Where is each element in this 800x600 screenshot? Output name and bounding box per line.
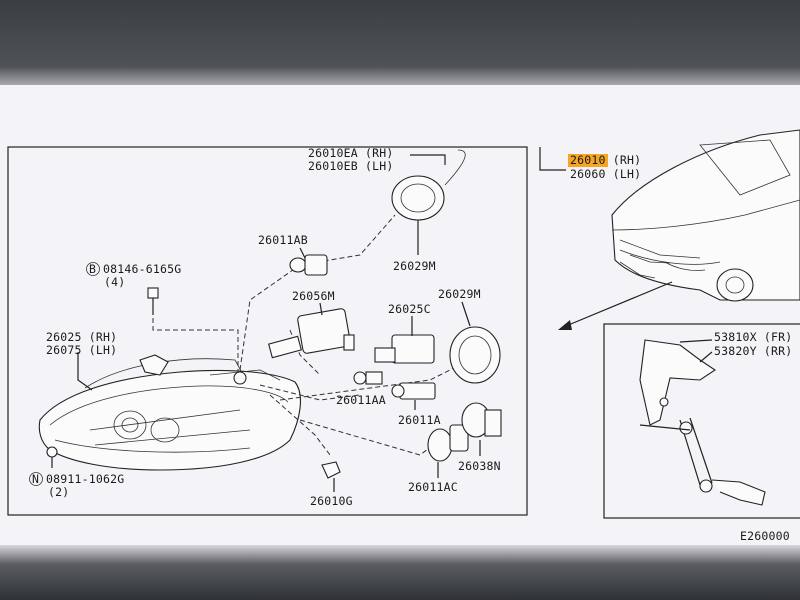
monitor-bezel-top <box>0 0 800 95</box>
guide-line <box>299 419 441 456</box>
label-bulb-a: 26011A <box>398 413 441 427</box>
inset-diagram-frame <box>603 323 800 519</box>
badge-screw: B <box>89 262 96 276</box>
label-socket-c: 26025C <box>388 302 431 316</box>
socket-26038n <box>461 402 502 438</box>
bulb-26011a <box>391 382 436 400</box>
label-cap-lh: 26010EB (LH) <box>308 159 393 173</box>
label-socket-m: 26056M <box>292 289 335 303</box>
guide-line <box>259 384 361 401</box>
car-illustration <box>611 129 800 302</box>
guide-line <box>279 359 471 401</box>
socket-26025c <box>353 334 435 385</box>
clip-26010g <box>321 461 341 479</box>
arrow-line <box>565 281 673 327</box>
guide-line <box>239 264 301 371</box>
leader-line <box>299 247 306 259</box>
monitor-bezel-bottom <box>0 545 800 600</box>
headlamp-assembly <box>38 354 301 471</box>
leader-line <box>319 302 323 316</box>
label-lens-rh: 26025 (RH) <box>46 330 117 344</box>
arrow-head <box>558 320 572 330</box>
label-clip-g: 26010G <box>310 494 353 508</box>
label-sensor-fr: 53810X (FR) <box>714 330 792 344</box>
label-socket-n: 26038N <box>458 459 501 473</box>
part-number-highlight <box>568 154 608 167</box>
main-diagram-frame <box>7 146 528 516</box>
socket-26056m <box>268 308 355 359</box>
badge-nut: N <box>32 472 39 486</box>
leader-line <box>679 339 713 343</box>
leader-line <box>461 301 471 327</box>
label-cap-rh: 26010EA (RH) <box>308 146 393 160</box>
label-screw-b: 08146-6165G <box>103 262 181 276</box>
screen-area <box>0 85 800 555</box>
nut-n-part <box>46 446 58 458</box>
label-nut-n: 08911-1062G <box>46 472 124 486</box>
guide-line <box>269 394 331 456</box>
label-bulb-ab: 26011AB <box>258 233 308 247</box>
label-sensor-rr: 53820Y (RR) <box>714 344 792 358</box>
label-headlamp-lh: 26060 (LH) <box>570 167 641 181</box>
label-figure-code: E260000 <box>740 529 790 543</box>
bulb-26011ac <box>427 424 469 462</box>
label-cap-m-mid: 26029M <box>438 287 481 301</box>
leader-line <box>410 154 446 165</box>
badge-nut-circle <box>29 472 43 486</box>
screw-b-part <box>147 287 159 315</box>
cap-26010ea <box>391 149 466 221</box>
label-bulb-aa: 26011AA <box>336 393 386 407</box>
label-headlamp-rh: 26010 (RH) <box>570 153 641 167</box>
leader-headlamp <box>539 147 566 171</box>
label-nut-n-qty: (2) <box>48 485 69 499</box>
leveling-sensor <box>639 339 766 506</box>
leader-line <box>699 351 713 363</box>
leader-line <box>77 352 93 391</box>
label-bulb-ac: 26011AC <box>408 480 458 494</box>
label-cap-m-top: 26029M <box>393 259 436 273</box>
bulb-26011ab <box>289 254 328 276</box>
cap-26029m <box>449 326 501 384</box>
label-lens-lh: 26075 (LH) <box>46 343 117 357</box>
label-screw-b-qty: (4) <box>104 275 125 289</box>
badge-screw-circle <box>86 262 100 276</box>
